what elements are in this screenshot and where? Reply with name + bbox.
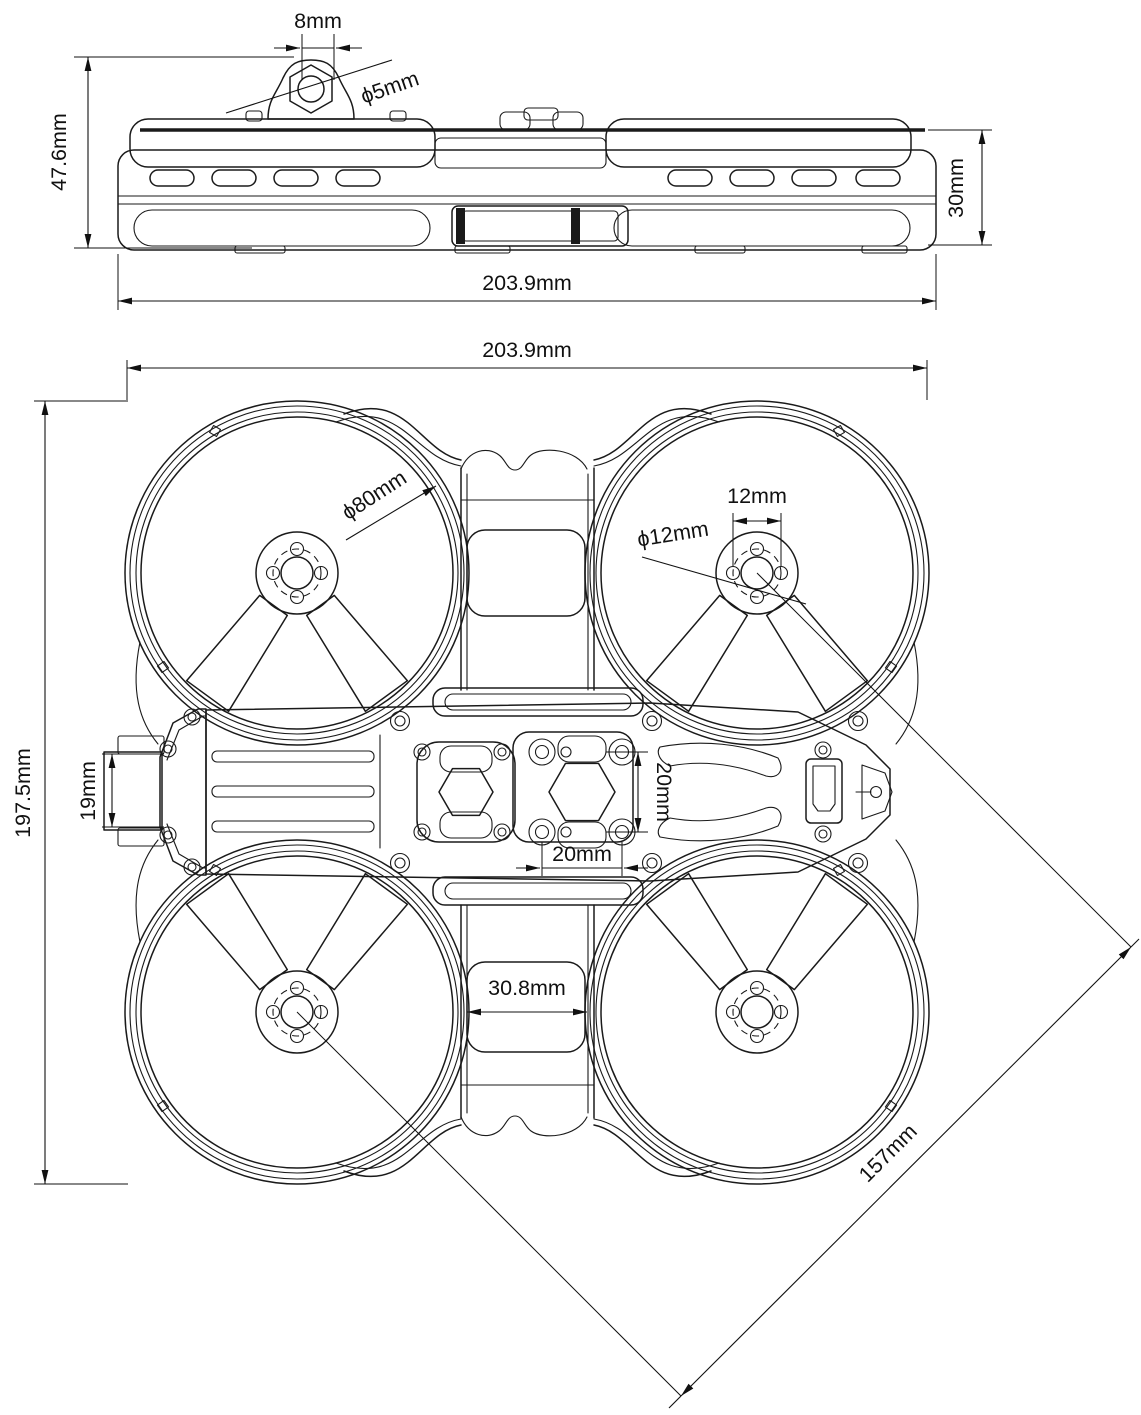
dim-duct-inner-dia-label: ϕ80mm <box>338 466 411 525</box>
rear-bumper <box>432 876 644 906</box>
dim-mount-width-label: 8mm <box>294 9 342 33</box>
dim-wheelbase-diagonal-label: 157mm <box>854 1119 922 1187</box>
dim-front-mouth-height-label: 19mm <box>76 761 100 821</box>
dim-front-mouth-height: 19mm <box>76 753 164 828</box>
dim-motor-hole-spacing-label: 12mm <box>727 484 787 508</box>
right-lower-duct-lip <box>613 209 911 247</box>
dim-overall-depth: 197.5mm <box>11 400 128 1185</box>
motor-mount-rear-left <box>185 872 409 1054</box>
top-view: 203.9mm 197.5mm ϕ80mm 12mm ϕ12mm <box>11 338 1140 1409</box>
whoop-mount <box>413 741 516 843</box>
motor-mount-front-right <box>645 531 869 713</box>
front-bumper <box>432 687 644 717</box>
dim-side-overall-width-label: 203.9mm <box>482 271 572 295</box>
dim-side-overall-width: 203.9mm <box>117 254 937 310</box>
right-duct-pod <box>605 118 912 168</box>
dim-stack-spacing-v-label: 20mm <box>652 762 676 822</box>
stack-mount <box>512 731 636 849</box>
rear-connector <box>805 758 843 824</box>
dim-overall-height: 47.6mm <box>47 56 294 249</box>
dim-stack-spacing-h-label: 20mm <box>552 842 612 866</box>
dim-top-overall-width-label: 203.9mm <box>482 338 572 362</box>
motor-mount-rear-right <box>645 872 869 1054</box>
dim-stack-spacing-v: 20mm <box>606 751 676 833</box>
dim-channel-width-label: 30.8mm <box>488 976 566 1000</box>
duct-rear-right <box>584 839 930 1185</box>
dim-overall-height-label: 47.6mm <box>47 113 71 191</box>
dim-top-overall-width: 203.9mm <box>126 338 928 400</box>
dim-duct-height-label: 30mm <box>944 158 968 218</box>
front-channel <box>460 449 595 691</box>
left-lower-duct-lip <box>133 209 431 247</box>
front-connector-mouth <box>103 751 163 831</box>
dim-duct-height: 30mm <box>928 129 992 246</box>
antenna-mount <box>267 59 355 120</box>
dim-wheelbase-diagonal: 157mm <box>296 572 1140 1409</box>
dim-mount-hole-label: ϕ5mm <box>358 66 422 108</box>
mount-hole <box>297 75 325 103</box>
mount-hex-nut <box>289 64 333 114</box>
dim-motor-bolt-circle-label: ϕ12mm <box>636 517 711 552</box>
rear-channel <box>460 904 595 1137</box>
side-body <box>117 149 937 251</box>
motor-mount-front-left <box>185 531 409 713</box>
dim-motor-hole-spacing: 12mm <box>727 484 787 566</box>
left-duct-pod <box>129 118 436 168</box>
duct-front-left <box>124 400 470 746</box>
dim-overall-depth-label: 197.5mm <box>11 748 35 838</box>
dim-mount-width: 8mm <box>274 9 362 80</box>
duct-side-slots <box>149 169 901 187</box>
center-body <box>103 687 893 906</box>
dim-duct-inner-dia: ϕ80mm <box>338 466 437 541</box>
dim-channel-width: 30.8mm <box>467 976 587 1016</box>
dim-stack-spacing-h: 20mm <box>516 842 648 876</box>
side-view: 8mm ϕ5mm 47.6mm 30mm 203.9mm <box>47 9 992 310</box>
battery-tray <box>451 205 629 247</box>
